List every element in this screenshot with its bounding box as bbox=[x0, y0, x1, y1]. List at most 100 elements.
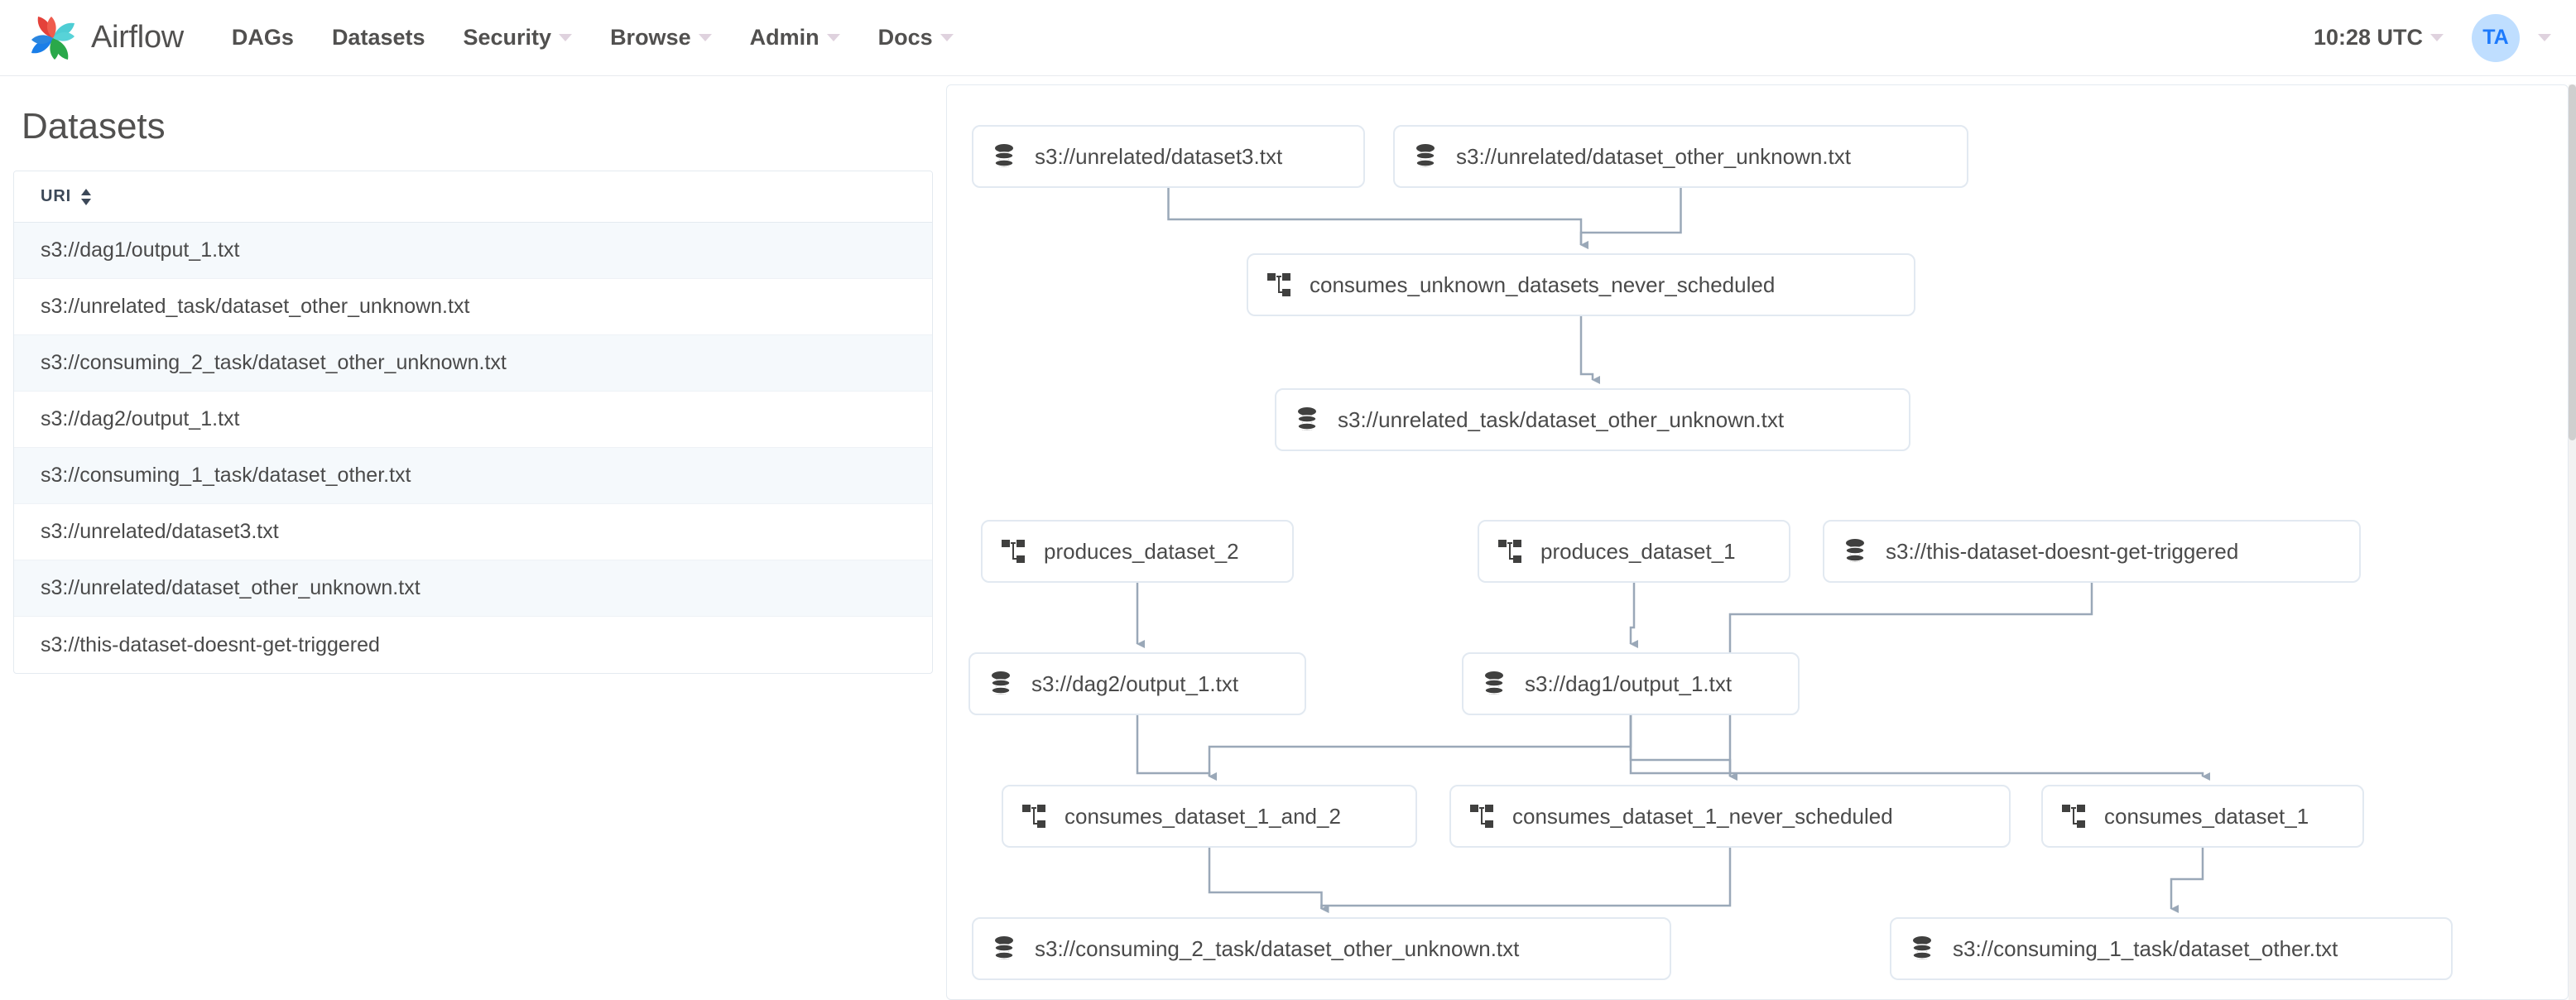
table-row[interactable]: s3://consuming_1_task/dataset_other.txt bbox=[14, 448, 932, 504]
chevron-down-icon bbox=[2430, 34, 2444, 41]
nav-item-label: Browse bbox=[610, 25, 691, 50]
nav-item-label: Docs bbox=[877, 25, 933, 50]
graph-node-label: consumes_unknown_datasets_never_schedule… bbox=[1310, 272, 1776, 297]
sitemap-icon bbox=[1469, 804, 1494, 829]
nav-item-docs[interactable]: Docs bbox=[878, 25, 954, 50]
graph-node-label: consumes_dataset_1_never_scheduled bbox=[1512, 803, 1893, 829]
nav-item-dags[interactable]: DAGs bbox=[232, 25, 294, 50]
page-title: Datasets bbox=[22, 106, 166, 147]
top-navbar: Airflow DAGs Datasets Security Browse Ad… bbox=[0, 0, 2576, 76]
graph-node-label: s3://unrelated/dataset_other_unknown.txt bbox=[1456, 143, 1851, 169]
graph-dataset-node[interactable]: s3://dag2/output_1.txt bbox=[968, 652, 1306, 715]
nav-item-browse[interactable]: Browse bbox=[610, 25, 712, 50]
graph-dag-node[interactable]: consumes_dataset_1 bbox=[2041, 785, 2364, 848]
datasets-table: URI s3://dag1/output_1.txt s3://unrelated… bbox=[13, 171, 933, 674]
page-scrollbar-track[interactable] bbox=[2569, 84, 2576, 1000]
database-icon bbox=[992, 143, 1016, 170]
graph-dag-node[interactable]: produces_dataset_2 bbox=[981, 520, 1294, 583]
table-row[interactable]: s3://dag2/output_1.txt bbox=[14, 392, 932, 448]
table-row[interactable]: s3://consuming_2_task/dataset_other_unkn… bbox=[14, 335, 932, 392]
clock-menu[interactable]: 10:28 UTC bbox=[2314, 25, 2444, 50]
sort-updown-icon[interactable] bbox=[79, 188, 93, 206]
graph-dag-node[interactable]: consumes_dataset_1_and_2 bbox=[1002, 785, 1417, 848]
chevron-down-icon bbox=[940, 34, 954, 41]
sitemap-icon bbox=[2061, 804, 2086, 829]
dataset-uri-cell: s3://dag2/output_1.txt bbox=[41, 407, 240, 430]
graph-edge bbox=[1629, 715, 2210, 781]
clock-label: 10:28 UTC bbox=[2313, 25, 2423, 50]
dataset-uri-cell: s3://dag1/output_1.txt bbox=[41, 238, 240, 262]
page-scrollbar-thumb[interactable] bbox=[2569, 84, 2576, 440]
dataset-uri-cell: s3://this-dataset-doesnt-get-triggered bbox=[41, 632, 380, 656]
avatar[interactable]: TA bbox=[2472, 13, 2520, 62]
graph-edge bbox=[1579, 188, 1682, 249]
nav-item-label: Admin bbox=[749, 25, 819, 50]
graph-node-label: s3://dag1/output_1.txt bbox=[1525, 671, 1733, 696]
dataset-uri-cell: s3://consuming_1_task/dataset_other.txt bbox=[41, 464, 411, 487]
sitemap-icon bbox=[1497, 539, 1522, 564]
table-row[interactable]: s3://unrelated/dataset3.txt bbox=[14, 504, 932, 560]
brand-name: Airflow bbox=[91, 20, 184, 55]
table-row[interactable]: s3://unrelated_task/dataset_other_unknow… bbox=[14, 279, 932, 335]
brand-link[interactable]: Airflow bbox=[28, 13, 184, 63]
graph-node-label: produces_dataset_2 bbox=[1044, 538, 1239, 564]
graph-edge bbox=[1167, 188, 1588, 249]
database-icon bbox=[988, 671, 1013, 697]
chevron-down-icon bbox=[559, 34, 573, 41]
graph-node-label: s3://unrelated/dataset3.txt bbox=[1035, 143, 1283, 169]
graph-edge bbox=[2170, 848, 2204, 913]
nav-item-datasets[interactable]: Datasets bbox=[332, 25, 425, 50]
graph-node-label: produces_dataset_1 bbox=[1540, 538, 1736, 564]
dataset-uri-cell: s3://unrelated/dataset_other_unknown.txt bbox=[41, 576, 421, 599]
database-icon bbox=[1482, 671, 1507, 697]
table-header-uri[interactable]: URI bbox=[14, 171, 932, 223]
graph-dataset-node[interactable]: s3://unrelated/dataset_other_unknown.txt bbox=[1393, 125, 1968, 188]
graph-dataset-node[interactable]: s3://consuming_1_task/dataset_other.txt bbox=[1890, 917, 2453, 980]
graph-edge bbox=[1208, 848, 1329, 913]
table-row[interactable]: s3://this-dataset-doesnt-get-triggered bbox=[14, 617, 932, 673]
graph-edge bbox=[1629, 715, 1737, 781]
nav-item-admin[interactable]: Admin bbox=[750, 25, 840, 50]
dataset-graph-panel[interactable]: s3://unrelated/dataset3.txt s3://unrelate… bbox=[946, 84, 2569, 1000]
datasets-table-body: s3://dag1/output_1.txt s3://unrelated_tas… bbox=[14, 223, 932, 673]
graph-node-label: s3://consuming_2_task/dataset_other_unkn… bbox=[1035, 935, 1520, 961]
avatar-initials: TA bbox=[2482, 26, 2509, 49]
database-icon bbox=[1843, 538, 1867, 565]
dataset-uri-cell: s3://consuming_2_task/dataset_other_unkn… bbox=[41, 351, 507, 374]
nav-item-label: DAGs bbox=[231, 25, 294, 50]
graph-dataset-node[interactable]: s3://this-dataset-doesnt-get-triggered bbox=[1823, 520, 2361, 583]
graph-edge bbox=[1579, 316, 1600, 384]
graph-edge bbox=[1320, 848, 1732, 913]
nav-item-label: Security bbox=[463, 25, 552, 50]
graph-dataset-node[interactable]: s3://dag1/output_1.txt bbox=[1462, 652, 1800, 715]
nav-item-security[interactable]: Security bbox=[464, 25, 573, 50]
sitemap-icon bbox=[1266, 272, 1291, 297]
graph-dataset-node[interactable]: s3://unrelated_task/dataset_other_unknow… bbox=[1275, 388, 1910, 451]
graph-node-label: consumes_dataset_1 bbox=[2104, 803, 2309, 829]
nav-item-label: Datasets bbox=[331, 25, 425, 50]
database-icon bbox=[1910, 935, 1934, 962]
chevron-down-icon[interactable] bbox=[2538, 34, 2551, 41]
nav-links: DAGs Datasets Security Browse Admin Docs bbox=[232, 25, 992, 50]
graph-dag-node[interactable]: consumes_unknown_datasets_never_schedule… bbox=[1247, 253, 1915, 316]
navbar-right: 10:28 UTC TA bbox=[2314, 13, 2551, 62]
dataset-uri-cell: s3://unrelated/dataset3.txt bbox=[41, 520, 279, 543]
column-header-label: URI bbox=[41, 187, 72, 205]
graph-node-label: s3://consuming_1_task/dataset_other.txt bbox=[1953, 935, 2338, 961]
graph-node-label: s3://this-dataset-doesnt-get-triggered bbox=[1886, 538, 2239, 564]
graph-node-label: s3://unrelated_task/dataset_other_unknow… bbox=[1338, 406, 1785, 432]
graph-dag-node[interactable]: produces_dataset_1 bbox=[1478, 520, 1790, 583]
table-row[interactable]: s3://dag1/output_1.txt bbox=[14, 223, 932, 279]
graph-edge bbox=[1208, 715, 1632, 781]
database-icon bbox=[1413, 143, 1438, 170]
graph-dag-node[interactable]: consumes_dataset_1_never_scheduled bbox=[1449, 785, 2011, 848]
table-row[interactable]: s3://unrelated/dataset_other_unknown.txt bbox=[14, 560, 932, 617]
graph-dataset-node[interactable]: s3://unrelated/dataset3.txt bbox=[972, 125, 1365, 188]
graph-edge bbox=[1629, 583, 1638, 648]
chevron-down-icon bbox=[698, 34, 712, 41]
graph-dataset-node[interactable]: s3://consuming_2_task/dataset_other_unkn… bbox=[972, 917, 1671, 980]
graph-node-label: s3://dag2/output_1.txt bbox=[1031, 671, 1239, 696]
airflow-pinwheel-logo bbox=[28, 13, 78, 63]
sitemap-icon bbox=[1001, 539, 1026, 564]
